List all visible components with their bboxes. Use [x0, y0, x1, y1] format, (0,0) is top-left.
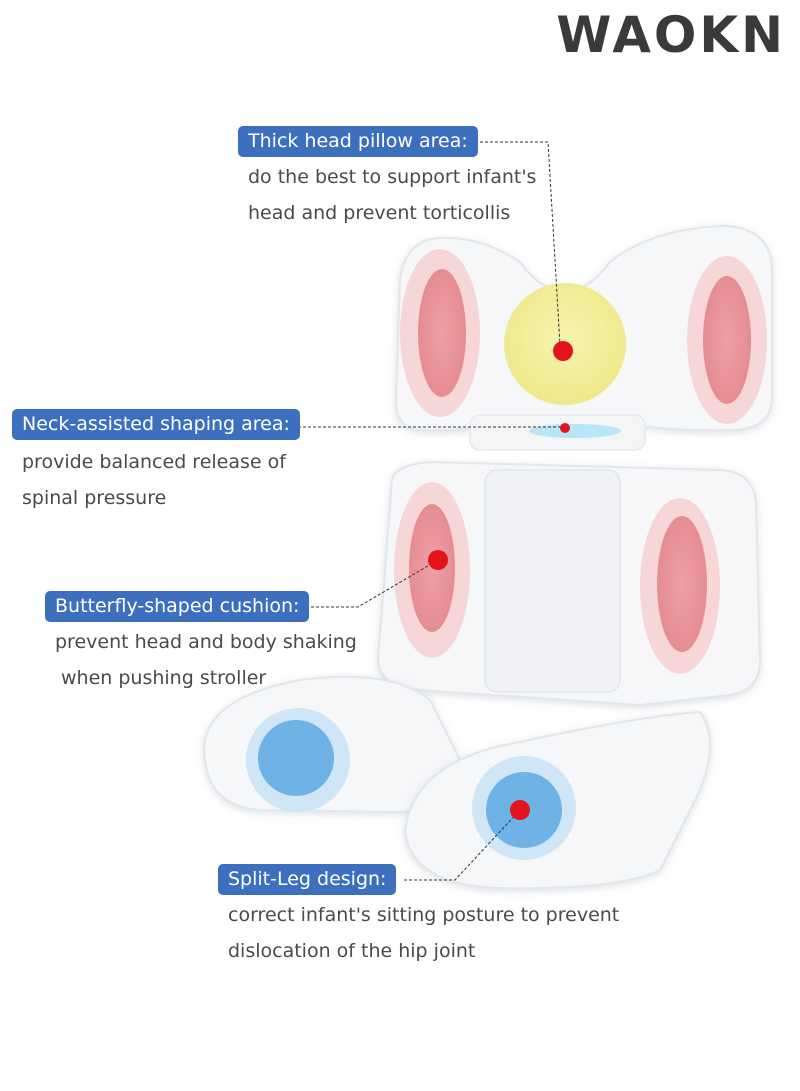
callout-line: prevent head and body shaking	[55, 631, 357, 653]
callout-head-pillow: Thick head pillow area: do the best to s…	[238, 126, 536, 231]
torso-center-strip	[484, 469, 621, 693]
leader-leg	[404, 809, 521, 881]
marker-head	[553, 341, 573, 361]
head-pad-left	[418, 269, 466, 397]
leg-pad-left	[258, 720, 334, 796]
leader-butterfly	[306, 559, 439, 608]
marker-leg	[510, 800, 530, 820]
torso-pad-right	[657, 516, 707, 652]
marker-butterfly	[428, 550, 448, 570]
callout-butterfly: Butterfly-shaped cushion: prevent head a…	[45, 591, 357, 696]
callout-line: dislocation of the hip joint	[228, 940, 476, 962]
marker-neck	[560, 423, 570, 433]
brand-logo: WAOKN	[556, 6, 786, 64]
callout-line: do the best to support infant's	[248, 166, 537, 188]
callout-split-leg: Split-Leg design: correct infant's sitti…	[218, 864, 619, 969]
callout-line: when pushing stroller	[61, 667, 267, 689]
callout-title: Thick head pillow area:	[238, 126, 478, 157]
callout-line: head and prevent torticollis	[248, 202, 511, 224]
callout-title: Split-Leg design:	[218, 864, 397, 895]
callout-title: Neck-assisted shaping area:	[12, 409, 300, 440]
callout-neck: Neck-assisted shaping area: provide bala…	[12, 409, 300, 516]
callout-title: Butterfly-shaped cushion:	[45, 591, 310, 622]
leader-head	[470, 141, 561, 346]
callout-line: provide balanced release of	[22, 451, 286, 473]
neck-pad	[529, 424, 621, 438]
callout-line: correct infant's sitting posture to prev…	[228, 904, 620, 926]
head-pad-right	[703, 276, 751, 404]
callout-line: spinal pressure	[22, 487, 167, 509]
